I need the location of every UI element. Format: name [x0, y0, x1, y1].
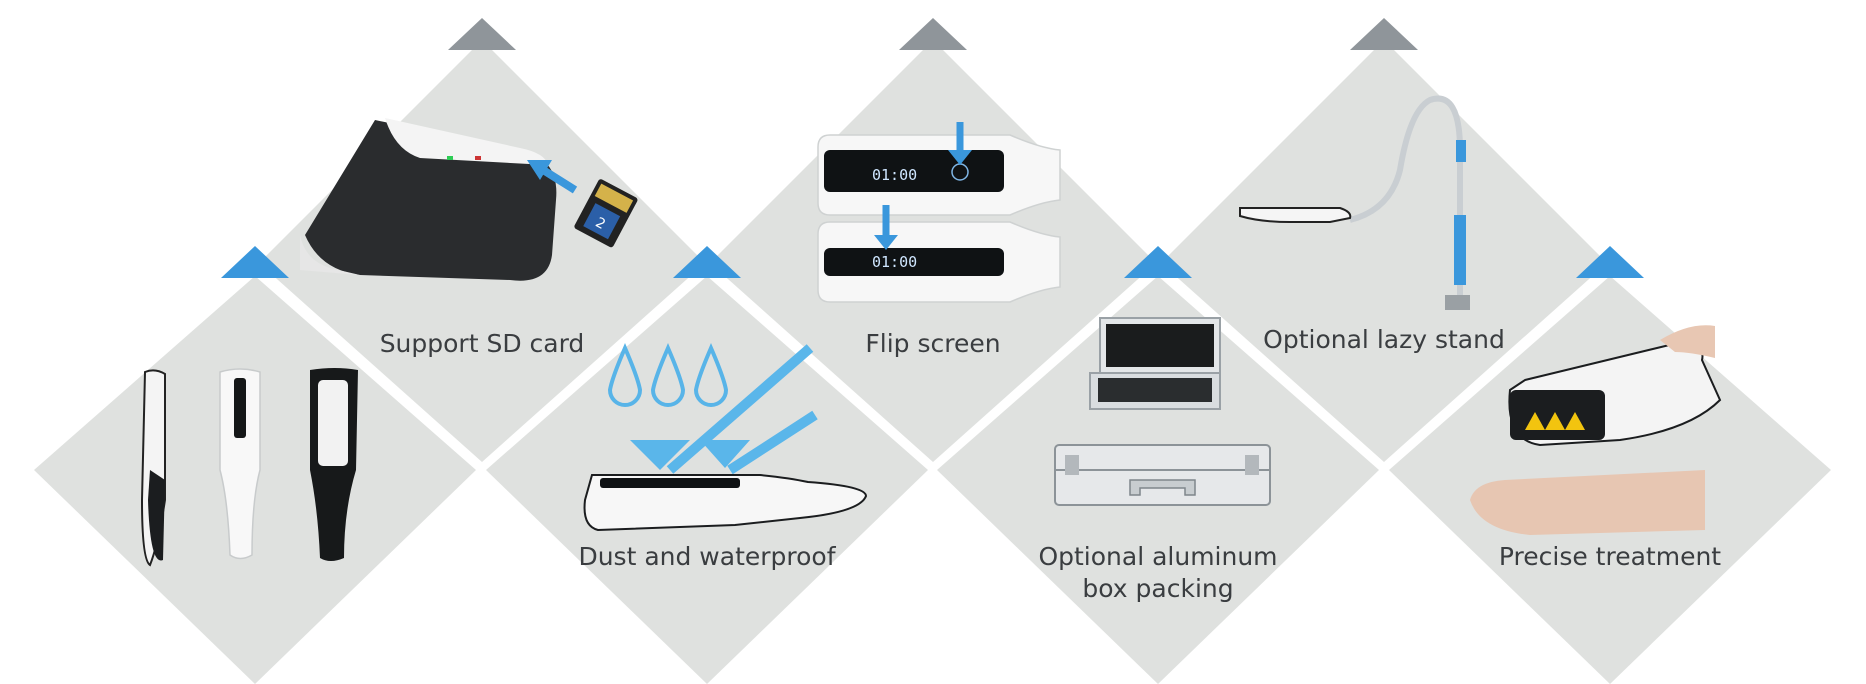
forearm-image	[1470, 470, 1705, 535]
waterproof-illustration	[583, 342, 868, 532]
accent-triangle-gray	[899, 18, 967, 50]
led-indicator	[475, 156, 481, 160]
stand-arm	[1349, 95, 1463, 295]
closed-case	[1054, 444, 1271, 506]
arrow-head-icon	[527, 160, 552, 180]
accent-triangle-blue	[673, 246, 741, 278]
lazy-stand-illustration	[1239, 95, 1470, 310]
water-drop-icon	[607, 342, 643, 407]
device-front-panel	[1510, 390, 1605, 440]
stand-clamp	[1456, 140, 1466, 162]
handheld-device	[583, 474, 868, 532]
device-screen	[600, 478, 740, 488]
device-back-panel	[318, 380, 348, 466]
arrow-down-head-icon	[948, 150, 972, 165]
label-waterproof: Dust and waterproof	[578, 542, 836, 571]
water-drop-icon	[650, 342, 686, 407]
aluminum-box-illustration	[1054, 317, 1271, 506]
sd-card-illustration: 2	[300, 118, 638, 281]
arrow-icon	[537, 164, 578, 194]
device-views-illustration	[140, 368, 358, 567]
accent-triangle-gray	[1350, 18, 1418, 50]
led-indicator	[447, 156, 453, 160]
accent-triangle-blue	[221, 246, 289, 278]
warning-icon	[1565, 412, 1585, 430]
deflect-arrow-icon	[630, 440, 690, 470]
label-aluminum-box-line1: Optional aluminum	[1038, 542, 1277, 571]
stand-base	[1445, 295, 1470, 310]
labels-layer: Support SD card Flip screen Optional laz…	[380, 325, 1722, 603]
tile-lazy-stand	[1161, 40, 1607, 462]
device-side	[300, 235, 360, 275]
device-front-screen	[234, 378, 246, 438]
label-lazy-stand: Optional lazy stand	[1263, 325, 1505, 354]
spray-stream	[727, 410, 818, 475]
device-bottom: 01:00	[817, 221, 1061, 303]
svg-text:01:00: 01:00	[872, 253, 917, 271]
accent-layer	[221, 18, 1644, 278]
device-side-black	[148, 470, 165, 561]
handheld-device	[1239, 207, 1352, 223]
label-sd-card: Support SD card	[380, 329, 585, 358]
treatment-illustration	[1470, 325, 1722, 535]
spray-stream	[666, 344, 814, 474]
water-drop-icon	[693, 342, 729, 407]
hand-image	[1660, 325, 1715, 358]
warning-icon	[1525, 412, 1545, 430]
accent-triangle-blue	[1124, 246, 1192, 278]
device-front-view	[219, 368, 261, 560]
case-handle	[1129, 479, 1196, 496]
accent-triangle-blue	[1576, 246, 1644, 278]
svg-text:01:00: 01:00	[872, 166, 917, 184]
device-top: 01:00	[817, 134, 1061, 216]
label-treatment: Precise treatment	[1499, 542, 1721, 571]
accent-triangle-gray	[448, 18, 516, 50]
stand-pole	[1454, 215, 1466, 285]
sd-card-icon: 2	[574, 179, 638, 248]
label-flip-screen: Flip screen	[865, 329, 1000, 358]
label-aluminum-box-line2: box packing	[1082, 574, 1233, 603]
warning-icon	[1545, 412, 1565, 430]
deflect-arrow-icon	[700, 440, 750, 468]
arrow-down-head-icon	[874, 235, 898, 250]
flip-screen-illustration: 01:00 01:00	[817, 122, 1061, 303]
open-case	[1089, 317, 1221, 410]
device-top-shell	[385, 118, 548, 165]
